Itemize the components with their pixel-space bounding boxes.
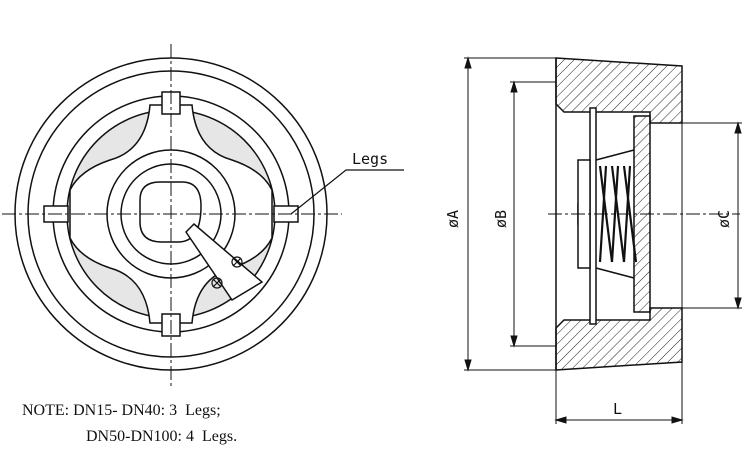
dim-b-label: øB [492, 210, 510, 228]
note-line-1: NOTE: DN15- DN40: 3 Legs; [22, 402, 221, 419]
spring-housing [595, 149, 635, 279]
body-top-section [555, 57, 683, 124]
dim-c-label: øC [715, 210, 733, 228]
dim-l-label: L [613, 400, 622, 418]
legs-label: Legs [352, 150, 388, 168]
dim-c [682, 121, 742, 310]
dim-l [554, 362, 684, 424]
disc-plate [589, 107, 597, 325]
body-bottom-section [555, 307, 683, 371]
dim-a-label: øA [444, 210, 462, 228]
side-section-view [464, 56, 742, 424]
dim-a [464, 56, 556, 372]
front-center-lines [2, 44, 342, 386]
front-view [2, 44, 404, 386]
lever-arm [185, 222, 264, 302]
dim-b [510, 80, 556, 348]
note-line-2: DN50-DN100: 4 Legs. [86, 428, 238, 445]
legs-leader [290, 169, 404, 215]
screw-marks [211, 256, 243, 289]
